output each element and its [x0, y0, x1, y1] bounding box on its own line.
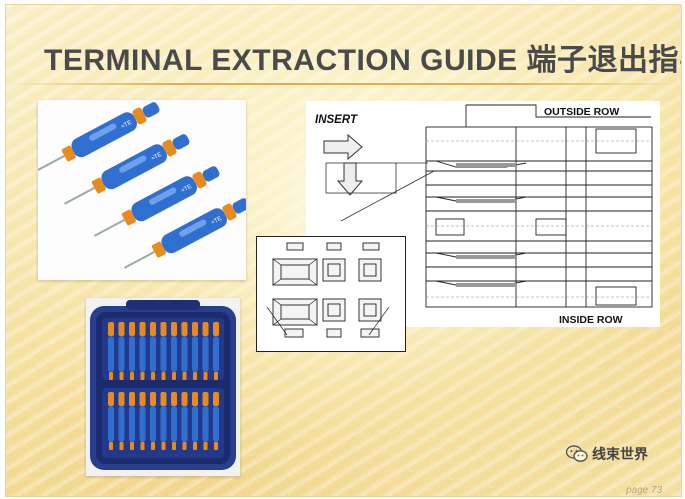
watermark: 线束世界 — [566, 444, 648, 464]
title-underline — [6, 83, 681, 85]
tool-case-illustration — [90, 300, 236, 470]
case-tool — [129, 392, 135, 450]
te-logo: ≈TE — [150, 152, 163, 162]
case-tool — [213, 392, 219, 450]
case-tool — [139, 322, 146, 380]
case-tool — [213, 322, 219, 380]
extraction-tool: ≈TE — [93, 166, 220, 237]
case-tool — [108, 322, 114, 380]
case-tool — [118, 322, 125, 380]
inside-row-label: INSIDE ROW — [559, 314, 623, 326]
case-tool — [202, 392, 209, 450]
case-tool — [150, 322, 156, 380]
case-tool — [171, 322, 177, 380]
watermark-text: 线束世界 — [592, 446, 648, 462]
slide: TERMINAL EXTRACTION GUIDE 端子退出指导 ≈TE≈TE≈… — [5, 4, 682, 497]
insert-label: INSERT — [315, 114, 357, 126]
extraction-tool: ≈TE — [123, 198, 246, 269]
case-tool — [192, 322, 198, 380]
case-tool — [181, 322, 188, 380]
tool-case-photo — [86, 298, 240, 476]
te-logo: ≈TE — [180, 184, 193, 194]
cavity-shapes — [266, 242, 390, 338]
outside-row-label: OUTSIDE ROW — [544, 106, 620, 118]
case-tool — [202, 322, 209, 380]
case-tool — [108, 392, 114, 450]
extraction-tool: ≈TE — [63, 134, 190, 205]
extraction-tools-photo: ≈TE ≈TE ≈TE ≈TE — [38, 100, 246, 280]
case-tool — [150, 392, 156, 450]
case-tool — [181, 392, 188, 450]
case-tool — [160, 322, 167, 380]
case-tool — [171, 392, 177, 450]
case-tool — [129, 322, 135, 380]
case-tool — [139, 392, 146, 450]
case-tool — [160, 392, 167, 450]
case-tool — [118, 392, 125, 450]
extraction-tools-illustration: ≈TE ≈TE ≈TE ≈TE — [38, 102, 246, 269]
slide-title: TERMINAL EXTRACTION GUIDE 端子退出指导 — [44, 44, 682, 77]
connector-section-lines — [323, 104, 653, 308]
case-tool — [192, 392, 198, 450]
te-logo: ≈TE — [120, 120, 133, 130]
extraction-tool: ≈TE — [38, 102, 160, 173]
terminal-cavity-detail — [256, 236, 406, 352]
wechat-icon — [566, 445, 588, 463]
te-logo: ≈TE — [210, 216, 223, 226]
page-number: page 73 — [626, 485, 663, 496]
